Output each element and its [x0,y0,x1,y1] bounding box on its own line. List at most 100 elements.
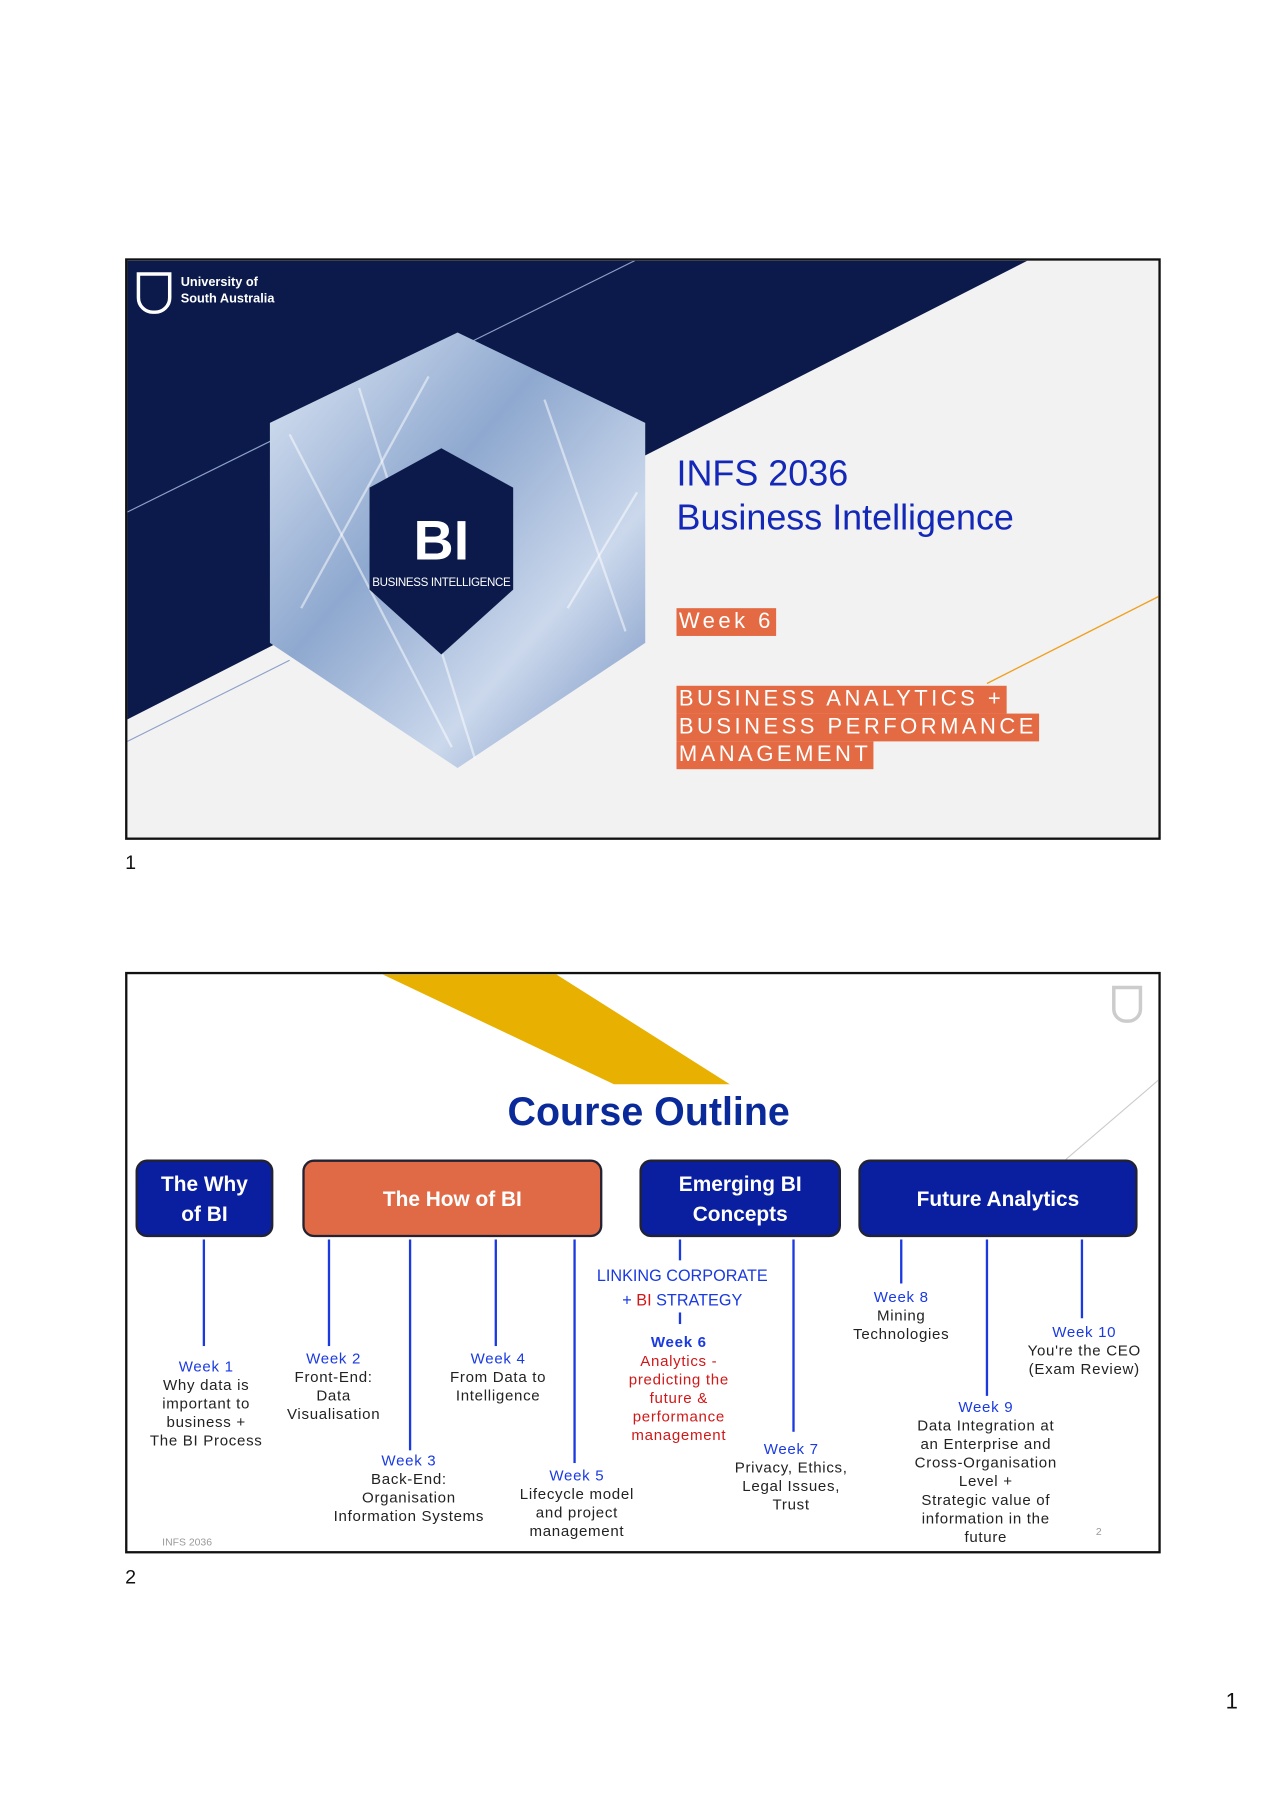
week-topic-line: information in the [921,1509,1050,1527]
week-label: Week 6 [650,1333,707,1351]
week-topic-line: (Exam Review) [1028,1359,1140,1378]
week-topic-line: Information Systems [333,1507,485,1525]
week-topic-line: business + [166,1413,246,1431]
week-badge: Week 6 [676,608,777,636]
week-topic-line: Level + [958,1472,1013,1490]
week-topic-line: Data Integration at [917,1416,1055,1435]
week-label: Week 3 [381,1451,437,1469]
connector-line [678,1312,682,1325]
week-topic-line: important to [162,1394,251,1413]
week-label: Week 2 [306,1349,362,1367]
week-topic-line: Privacy, Ethics, [734,1458,848,1476]
week-topic-line: Why data is [163,1376,250,1394]
slide-2: Course Outline The Why of BI The How of … [125,971,1161,1554]
group-future-analytics: Future Analytics [858,1159,1138,1238]
logo-line: South Australia [180,291,275,306]
topic-line: BUSINESS PERFORMANCE [676,713,1040,742]
linking-line: LINKING CORPORATE [596,1266,768,1285]
week-topic-line: an Enterprise and [920,1435,1052,1453]
group-label: Emerging BI Concepts [678,1171,802,1226]
connector-line [678,1239,682,1261]
group-emerging-bi: Emerging BI Concepts [639,1159,841,1238]
course-name: Business Intelligence [676,496,1014,538]
week-topic-line: Lifecycle model [519,1485,634,1503]
week-label: Week 4 [470,1349,526,1367]
slide-2-decoration [382,974,1159,1160]
slide-page-number: 2 [1095,1525,1102,1538]
slide-footer: INFS 2036 [162,1536,213,1548]
week-label: Week 8 [873,1288,929,1306]
page-number: 1 [1225,1690,1238,1715]
slide-1-background [127,260,1159,769]
connector-line [900,1239,903,1284]
week-topic-line: The BI Process [149,1431,263,1450]
week-label: Week 9 [958,1398,1014,1416]
week-topic-line: Strategic value of [921,1490,1051,1509]
unisa-shield-icon [136,272,172,314]
group-label: The Why of BI [161,1171,248,1226]
bi-logo-subtext: BUSINESS INTELLIGENCE [372,576,511,590]
week-topic-line: future & [649,1388,708,1407]
group-why-of-bi: The Why of BI [135,1159,274,1238]
group-how-of-bi: The How of BI [302,1159,603,1238]
connector-line [573,1239,576,1464]
topic-line: BUSINESS ANALYTICS + [676,685,1007,714]
week-topic-line: and project [535,1503,618,1521]
university-logo-text: University of South Australia [181,275,275,307]
week-topic-line: Legal Issues, [742,1476,841,1495]
week-label: Week 1 [178,1357,234,1376]
connector-line [327,1239,331,1347]
slide-number-label: 1 [125,851,137,874]
connector-line [494,1239,497,1347]
week-label: Week 6 [676,608,777,636]
slide-title: Course Outline [507,1090,790,1135]
week-topic-line: Organisation [362,1488,456,1506]
unisa-watermark-icon [1112,985,1143,1023]
week-topic-line: Intelligence [455,1386,541,1404]
linking-strategy-note: LINKING CORPORATE + BI STRATEGY [597,1264,768,1313]
strategy-text: STRATEGY [656,1290,743,1309]
bi-hexagon [369,448,514,655]
topic-line: MANAGEMENT [676,741,874,770]
week-topic-line: Trust [772,1495,810,1513]
week-topic-line: You're the CEO [1027,1341,1141,1359]
week-topic-line: predicting the [628,1370,729,1388]
week-label: Week 10 [1052,1322,1117,1341]
week-topic-line: Front-End: [294,1368,373,1386]
course-code: INFS 2036 [676,452,849,494]
week-topic-line: management [529,1522,625,1540]
week-topic-line: From Data to [450,1368,547,1386]
slide-1: University of South Australia BI BUSINES… [125,258,1161,840]
week-topic-line: performance [632,1407,725,1425]
bi-text: BI [636,1290,652,1309]
connector-line [408,1239,412,1451]
group-label: The How of BI [382,1186,522,1210]
week-topic-line: Mining [876,1306,926,1325]
week-topic-line: future [964,1527,1008,1546]
connector-line [792,1239,795,1432]
slide-number-label: 2 [125,1566,137,1589]
week-label: Week 5 [549,1466,605,1484]
plus: + [622,1290,632,1309]
week-label: Week 7 [763,1439,819,1458]
bi-logo-text: BI [413,510,470,573]
slide-title: INFS 2036 Business Intelligence [677,452,1014,540]
connector-line [202,1239,206,1347]
week-topic-line: Analytics - [640,1351,718,1370]
week-topic-line: Cross-Organisation [914,1453,1057,1472]
logo-line: University of [180,275,258,290]
week-topic-line: Technologies [853,1325,950,1343]
week-topic-line: Data [316,1386,351,1404]
week-topic-line: Visualisation [286,1405,381,1423]
